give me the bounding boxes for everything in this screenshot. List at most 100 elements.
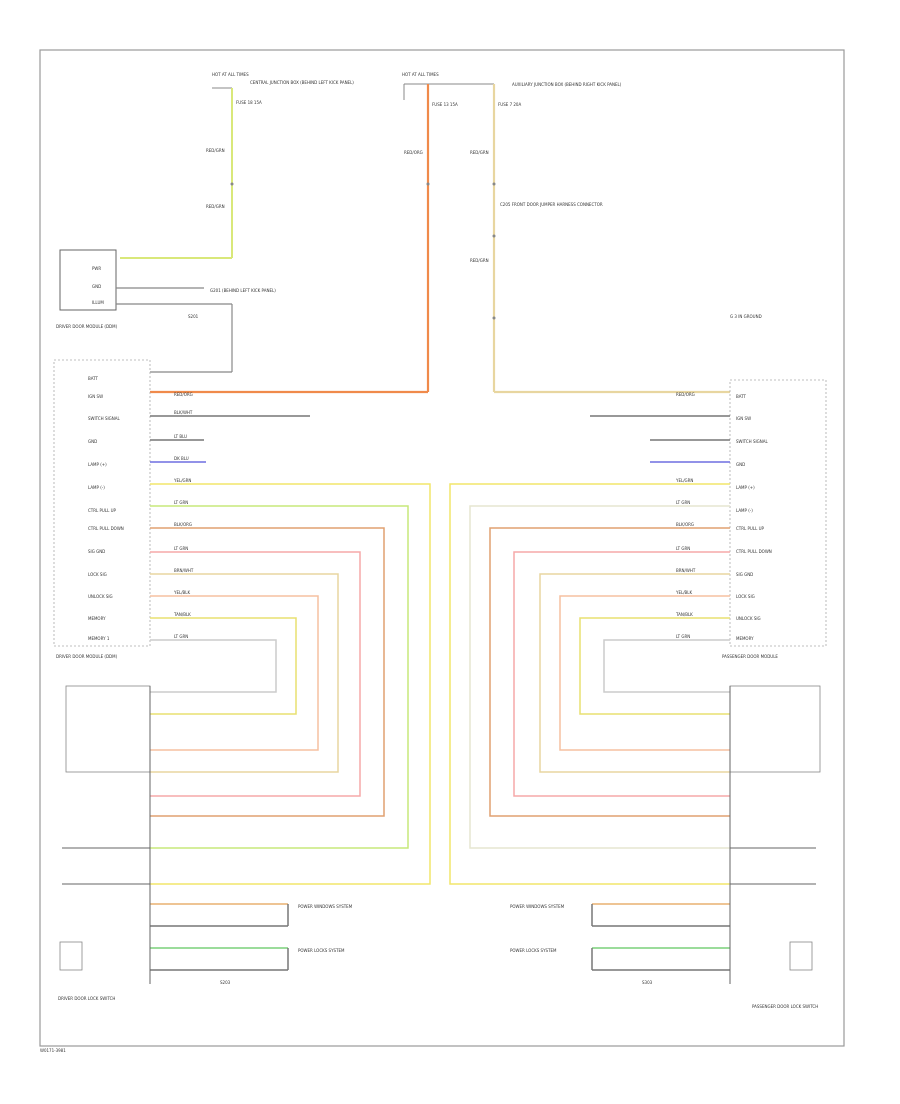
lower-left-block: DRIVER DOOR LOCK SWITCH S203 POWER WINDO… xyxy=(58,685,353,1001)
ls-pin: CTRL PULL DOWN xyxy=(88,526,124,531)
ll-label: DRIVER DOOR LOCK SWITCH xyxy=(58,996,115,1001)
lr-splice: S303 xyxy=(642,980,653,985)
top-left-feed: HOT AT ALL TIMES FUSE 18 15A CENTRAL JUN… xyxy=(120,72,354,259)
wcr: LT GRN xyxy=(676,634,690,639)
wire-color-labels-left: RED/ORG BLK/WHT LT BLU DK BLU YEL/GRN LT… xyxy=(173,392,194,639)
rs-pin: SIG GND xyxy=(736,572,753,577)
wcl: TAN/BLK xyxy=(173,612,191,617)
lm-pin-1: GND xyxy=(92,284,101,289)
wire-l-brn xyxy=(150,527,385,817)
right-switch-pins: BATT IGN SW SWITCH SIGNAL GND LAMP (+) L… xyxy=(736,394,772,641)
left-switch-pins: BATT IGN SW SWITCH SIGNAL GND LAMP (+) L… xyxy=(88,376,124,641)
ls-pin: BATT xyxy=(88,376,99,381)
wire-l-yel xyxy=(150,483,431,885)
wcr: LT GRN xyxy=(676,546,690,551)
lr-sys-1: POWER WINDOWS SYSTEM xyxy=(510,904,565,909)
wire-l-yp xyxy=(150,595,319,751)
ls-pin: UNLOCK SIG xyxy=(88,594,113,599)
tr-wire-b: RED/GRN xyxy=(470,150,489,155)
ls-pin: CTRL PULL UP xyxy=(88,508,117,513)
wire-r-ltgrn xyxy=(469,505,730,849)
lm-pin-2: ILLUM xyxy=(92,300,104,305)
wire-l-ltgrn xyxy=(150,505,409,849)
rs-pin: MEMORY xyxy=(736,636,754,641)
lr-sys-2: POWER LOCKS SYSTEM xyxy=(510,948,557,953)
lm-pin-0: PWR xyxy=(92,266,101,271)
wire-color-labels-right: RED/ORG YEL/GRN LT GRN BLK/ORG LT GRN BR… xyxy=(675,392,696,639)
wcl: YEL/GRN xyxy=(173,478,191,483)
wcr: YEL/BLK xyxy=(675,590,693,595)
tr-wire-c: RED/GRN xyxy=(470,258,489,263)
wcl: BLK/ORG xyxy=(174,522,192,527)
wcl: LT GRN xyxy=(174,500,188,505)
lower-right-block: PASSENGER DOOR LOCK SWITCH S303 POWER WI… xyxy=(510,685,821,1009)
ls-pin: LAMP (+) xyxy=(88,462,107,467)
diagram-frame xyxy=(39,49,845,1047)
wire-r-gry xyxy=(603,639,730,693)
right-switch-outline xyxy=(729,379,827,647)
ls-pin: IGN SW xyxy=(88,394,103,399)
rs-pin: CTRL PULL UP xyxy=(736,526,765,531)
rs-pin: SWITCH SIGNAL xyxy=(736,439,769,444)
wcr: YEL/GRN xyxy=(675,478,693,483)
tr-fuse-a: FUSE 13 15A xyxy=(432,102,458,107)
lr-label: PASSENGER DOOR LOCK SWITCH xyxy=(752,1004,818,1009)
tl-wire-b: RED/GRN xyxy=(206,204,225,209)
ll-sys-2: POWER LOCKS SYSTEM xyxy=(298,948,345,953)
wire-l-yb xyxy=(150,617,297,715)
rs-pin: BATT xyxy=(736,394,747,399)
rs-pin: CTRL PULL DOWN xyxy=(736,549,772,554)
right-switch-label: PASSENGER DOOR MODULE xyxy=(722,654,778,659)
ls-pin: LAMP (-) xyxy=(88,485,105,490)
wcl: LT GRN xyxy=(174,546,188,551)
lm-gnd: G201 (BEHIND LEFT KICK PANEL) xyxy=(210,288,276,293)
rs-pin: LOCK SIG xyxy=(736,594,755,599)
tl-wire-a: RED/GRN xyxy=(206,148,225,153)
wire-r-pink xyxy=(513,551,730,797)
tr-fuse-b: FUSE 7 20A xyxy=(498,102,521,107)
wcr: BLK/ORG xyxy=(676,522,694,527)
rs-pin: GND xyxy=(736,462,745,467)
lr-box-1 xyxy=(729,685,821,773)
wcr: RED/ORG xyxy=(676,392,695,397)
ll-splice: S203 xyxy=(220,980,231,985)
tr-source: HOT AT ALL TIMES xyxy=(402,72,439,77)
wcl: BLK/WHT xyxy=(174,410,193,415)
ls-pin: SIG GND xyxy=(88,549,105,554)
wire-r-yp xyxy=(559,595,730,751)
tl-box: CENTRAL JUNCTION BOX (BEHIND LEFT KICK P… xyxy=(250,80,354,85)
wcr: LT GRN xyxy=(676,500,690,505)
rs-pin: IGN SW xyxy=(736,416,751,421)
wcl: YEL/BLK xyxy=(173,590,191,595)
tr-connector: C205 FRONT DOOR JUMPER HARNESS CONNECTOR xyxy=(500,202,603,207)
rs-pin: UNLOCK SIG xyxy=(736,616,761,621)
ls-pin: MEMORY xyxy=(88,616,106,621)
ll-box-1 xyxy=(65,685,151,773)
wire-r-tan xyxy=(539,573,730,773)
wcl: BRN/WHT xyxy=(174,568,194,573)
wcr: BRN/WHT xyxy=(676,568,696,573)
signal-wires xyxy=(150,415,730,971)
tl-source: HOT AT ALL TIMES xyxy=(212,72,249,77)
wcr: TAN/BLK xyxy=(675,612,693,617)
rm-ground-note: G 3 IN GROUND xyxy=(730,314,762,319)
wcl: RED/ORG xyxy=(174,392,193,397)
wcl: DK BLU xyxy=(174,456,189,461)
wire-l-gry xyxy=(150,639,277,693)
footer-code: W0171-3981 xyxy=(40,1048,66,1053)
wcl: LT BLU xyxy=(174,434,187,439)
tl-fuse: FUSE 18 15A xyxy=(236,100,262,105)
wire-l-pink xyxy=(150,551,361,797)
wcl: LT GRN xyxy=(174,634,188,639)
top-right-feed: HOT AT ALL TIMES FUSE 13 15A FUSE 7 20A … xyxy=(150,72,730,394)
left-module: PWR GND ILLUM DRIVER DOOR MODULE (DDM) G… xyxy=(56,249,276,373)
rs-pin: LAMP (-) xyxy=(736,508,753,513)
ls-pin: LOCK SIG xyxy=(88,572,107,577)
left-switch-outline xyxy=(53,359,151,647)
ls-pin: GND xyxy=(88,439,97,444)
wire-l-tan xyxy=(150,573,339,773)
tr-wire-a: RED/ORG xyxy=(404,150,423,155)
left-switch-label: DRIVER DOOR MODULE (DDM) xyxy=(56,654,118,659)
